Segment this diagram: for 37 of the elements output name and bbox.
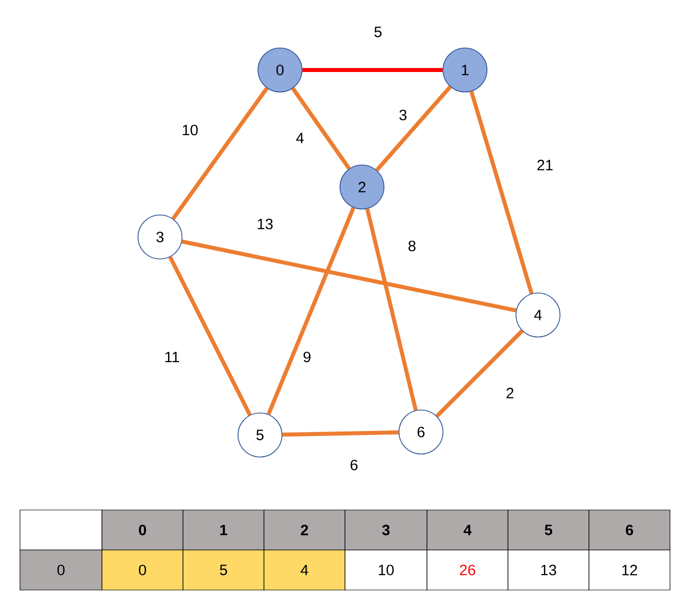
graph-edge bbox=[435, 329, 524, 418]
weight-label: 3 bbox=[399, 110, 406, 120]
table-cell: 3 bbox=[344, 510, 428, 550]
graph-edge bbox=[171, 87, 269, 220]
table-cell: 13 bbox=[508, 550, 590, 590]
weight-label: 11 bbox=[165, 352, 180, 362]
weight-label: 2 bbox=[506, 388, 514, 398]
graph-edge bbox=[469, 90, 534, 294]
table-cell: 4 bbox=[426, 510, 508, 550]
graph-edge bbox=[365, 208, 418, 411]
weight-label: 6 bbox=[350, 460, 358, 470]
table-cell: 0 bbox=[102, 550, 184, 590]
table-cell: 26 bbox=[426, 550, 508, 590]
graph-edge bbox=[375, 85, 452, 172]
table-cell: 12 bbox=[588, 550, 670, 590]
weight-label: 10 bbox=[182, 124, 198, 136]
table-cell: 0 bbox=[102, 510, 184, 550]
weight-label: 21 bbox=[537, 160, 553, 170]
graph-edge bbox=[282, 430, 399, 437]
weight-label: 8 bbox=[408, 240, 416, 252]
table-cell: 0 bbox=[20, 550, 102, 590]
weight-label: 9 bbox=[304, 352, 310, 362]
graph-edge bbox=[291, 87, 351, 170]
table-cell: 4 bbox=[264, 550, 346, 590]
weight-label: 5 bbox=[374, 26, 382, 38]
graph-edge bbox=[266, 206, 356, 416]
graph-edge bbox=[182, 240, 516, 312]
weight-label: 13 bbox=[258, 218, 273, 230]
weight-label: 4 bbox=[296, 132, 304, 144]
table-cell: 10 bbox=[344, 550, 428, 590]
table-cell: 5 bbox=[182, 550, 264, 590]
table-cell: 6 bbox=[588, 510, 670, 550]
graph-edge bbox=[302, 68, 443, 72]
table-cell: 1 bbox=[182, 510, 264, 550]
table-cell: 5 bbox=[508, 510, 590, 550]
graph-edge bbox=[168, 256, 252, 416]
table-cell: 2 bbox=[264, 510, 346, 550]
